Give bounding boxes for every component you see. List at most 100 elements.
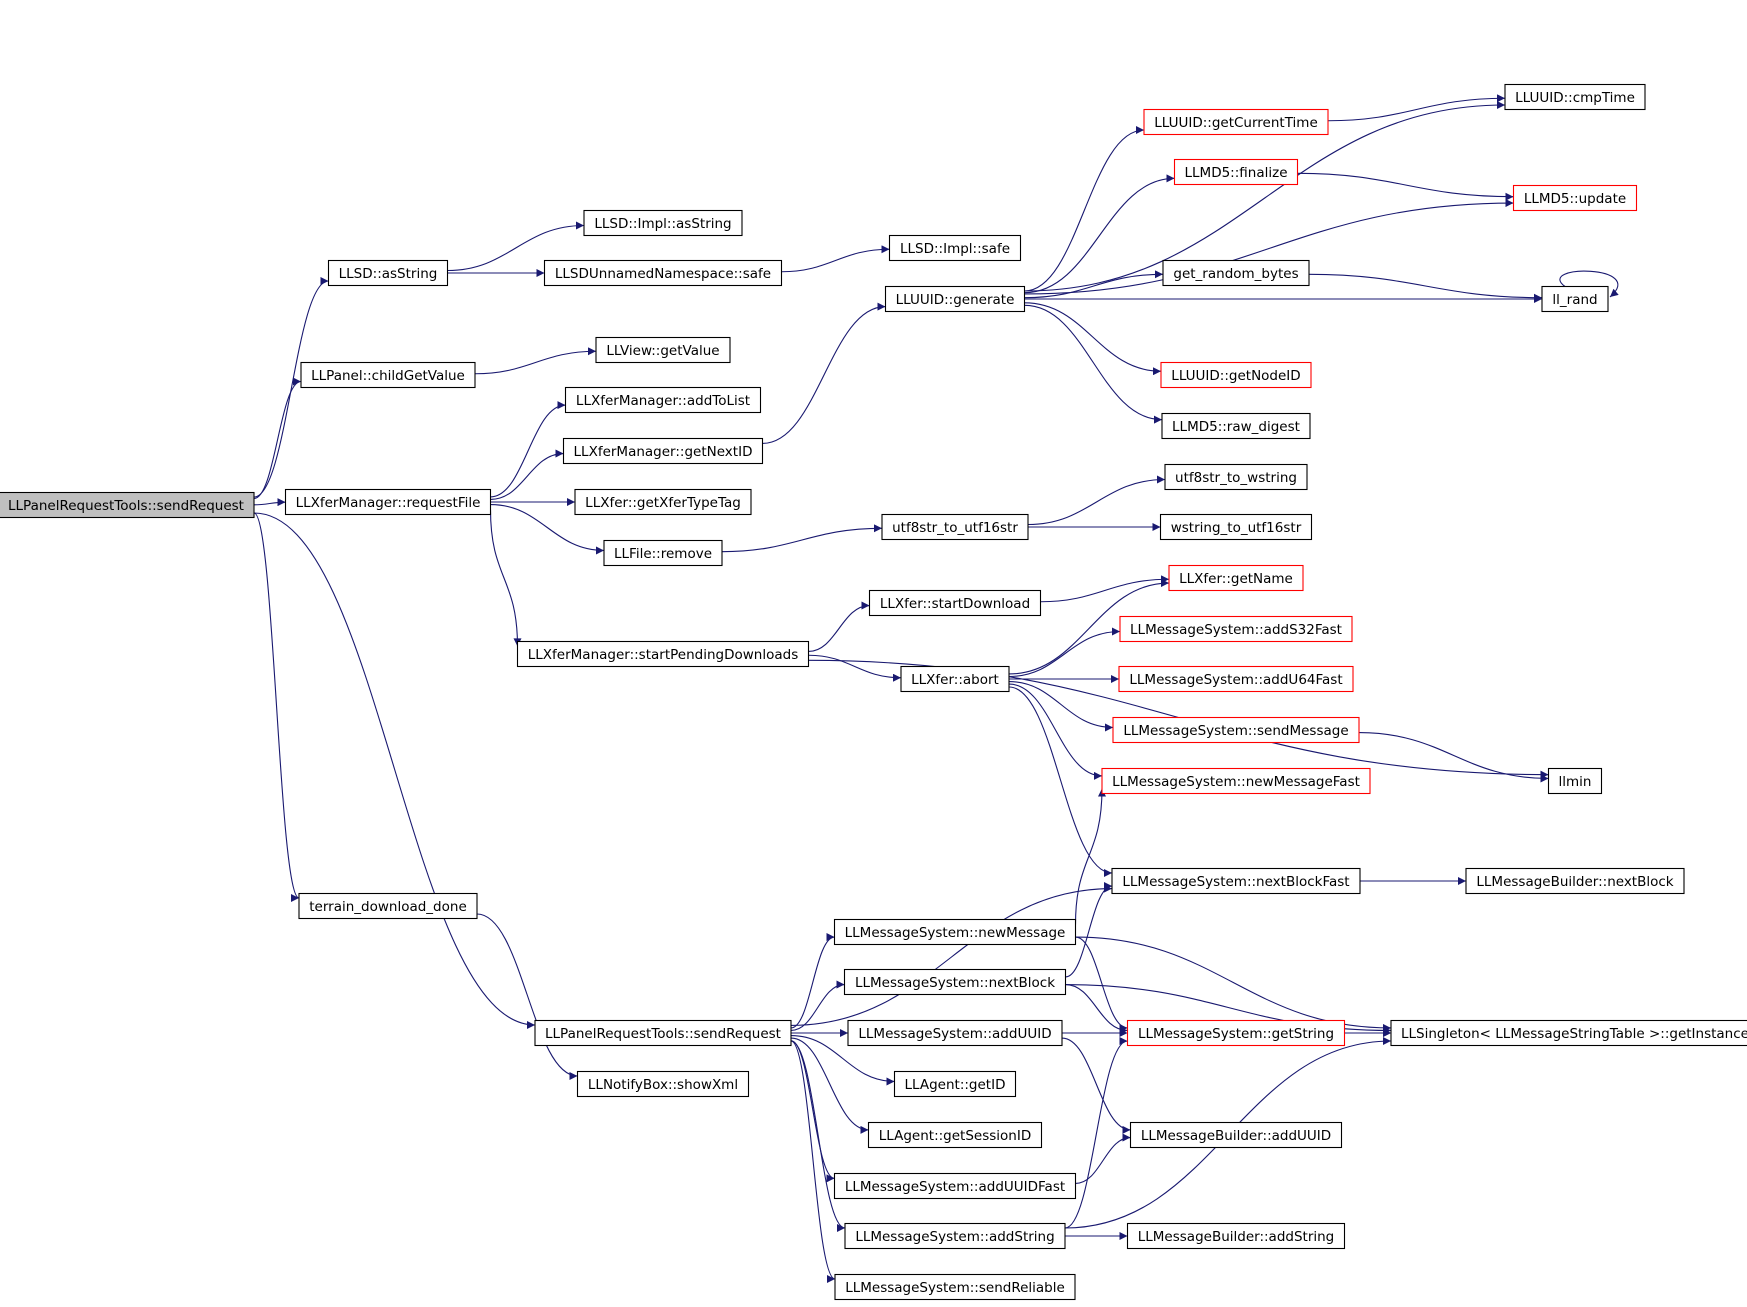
node-implSafe[interactable]: LLSD::Impl::safe xyxy=(888,234,1022,262)
node-label-sendReliable: LLMessageSystem::sendReliable xyxy=(845,1280,1065,1296)
node-childGetValue[interactable]: LLPanel::childGetValue xyxy=(300,361,476,389)
node-addToList[interactable]: LLXferManager::addToList xyxy=(564,386,762,414)
node-addUUIDFast[interactable]: LLMessageSystem::addUUIDFast xyxy=(833,1172,1077,1200)
node-label-xferTypeTag: LLXfer::getXferTypeTag xyxy=(585,495,741,511)
node-getCurrentTime[interactable]: LLUUID::getCurrentTime xyxy=(1143,108,1329,136)
node-label-utf8toW: utf8str_to_wstring xyxy=(1175,470,1297,486)
node-label-fileRemove: LLFile::remove xyxy=(614,546,712,562)
edge-addUUIDFast-to-builderAddUUID xyxy=(1075,1133,1131,1184)
edge-nextBlock-to-getString xyxy=(1065,984,1128,1035)
node-label-agentGetID: LLAgent::getID xyxy=(905,1077,1006,1093)
node-getSessionID[interactable]: LLAgent::getSessionID xyxy=(867,1121,1043,1149)
node-implAsString[interactable]: LLSD::Impl::asString xyxy=(583,209,743,237)
edge-asString-to-implAsString xyxy=(447,221,585,272)
node-getRandomBytes[interactable]: get_random_bytes xyxy=(1162,259,1310,287)
node-addU64Fast[interactable]: LLMessageSystem::addU64Fast xyxy=(1118,665,1354,693)
edge-root2-to-newMessage xyxy=(790,933,835,1029)
node-label-nextBlock: LLMessageSystem::nextBlock xyxy=(855,975,1055,991)
edge-fileRemove-to-utf8to16 xyxy=(721,524,883,553)
edge-requestFile-to-startPending xyxy=(489,509,522,647)
node-viewGetValue[interactable]: LLView::getValue xyxy=(595,336,731,364)
node-nextBlockFast[interactable]: LLMessageSystem::nextBlockFast xyxy=(1111,867,1361,895)
edge-uuidGenerate-to-cmpTime xyxy=(1024,101,1506,292)
node-label-xferGetName: LLXfer::getName xyxy=(1179,571,1293,587)
node-label-builderAddString: LLMessageBuilder::addString xyxy=(1138,1229,1335,1245)
node-getNextID[interactable]: LLXferManager::getNextID xyxy=(562,437,764,465)
node-addS32Fast[interactable]: LLMessageSystem::addS32Fast xyxy=(1119,615,1353,643)
node-showXml[interactable]: LLNotifyBox::showXml xyxy=(576,1070,750,1098)
edge-startPending-to-startDownload xyxy=(808,601,870,652)
node-nextBlock[interactable]: LLMessageSystem::nextBlock xyxy=(843,968,1067,996)
node-label-getRandomBytes: get_random_bytes xyxy=(1173,266,1298,282)
node-builderAddString[interactable]: LLMessageBuilder::addString xyxy=(1126,1222,1346,1250)
node-box-utf8toW xyxy=(1164,463,1308,491)
node-cmpTime[interactable]: LLUUID::cmpTime xyxy=(1504,83,1646,111)
node-label-uuidGenerate: LLUUID::generate xyxy=(896,292,1015,308)
node-llmin[interactable]: llmin xyxy=(1547,767,1603,795)
node-box-xferAbort xyxy=(900,665,1010,693)
edge-llRand-to-llRand xyxy=(1559,270,1619,298)
node-xferAbort[interactable]: LLXfer::abort xyxy=(900,665,1010,693)
node-startPending[interactable]: LLXferManager::startPendingDownloads xyxy=(516,640,810,668)
node-builderNextBlock[interactable]: LLMessageBuilder::nextBlock xyxy=(1465,867,1685,895)
node-root[interactable]: LLPanelRequestTools::sendRequest xyxy=(0,491,255,519)
edge-newMessage-to-getString xyxy=(1075,936,1128,1032)
node-addUUID[interactable]: LLMessageSystem::addUUID xyxy=(847,1019,1063,1047)
node-label-utf8to16: utf8str_to_utf16str xyxy=(892,520,1018,536)
node-asString[interactable]: LLSD::asString xyxy=(327,259,449,287)
node-box-getSessionID xyxy=(867,1121,1043,1149)
node-box-builderAddUUID xyxy=(1129,1121,1343,1149)
node-newMessageFast[interactable]: LLMessageSystem::newMessageFast xyxy=(1101,767,1371,795)
node-label-builderNextBlock: LLMessageBuilder::nextBlock xyxy=(1476,874,1673,890)
node-md5Finalize[interactable]: LLMD5::finalize xyxy=(1173,158,1299,186)
node-getInstance[interactable]: LLSingleton< LLMessageStringTable >::get… xyxy=(1390,1019,1747,1047)
edge-root-to-asString xyxy=(253,277,329,498)
node-sendMessage[interactable]: LLMessageSystem::sendMessage xyxy=(1112,716,1360,744)
edge-startDownload-to-xferGetName xyxy=(1040,575,1170,603)
node-box-root xyxy=(0,491,255,519)
node-getString[interactable]: LLMessageSystem::getString xyxy=(1126,1019,1346,1047)
node-label-implAsString: LLSD::Impl::asString xyxy=(594,216,731,232)
node-fileRemove[interactable]: LLFile::remove xyxy=(603,539,723,567)
node-box-xferGetName xyxy=(1168,564,1304,592)
node-md5Update[interactable]: LLMD5::update xyxy=(1512,184,1638,212)
node-box-newMessage xyxy=(833,918,1077,946)
node-utf8to16[interactable]: utf8str_to_utf16str xyxy=(881,513,1029,541)
node-getNodeID[interactable]: LLUUID::getNodeID xyxy=(1160,361,1312,389)
node-addStringMS[interactable]: LLMessageSystem::addString xyxy=(844,1222,1066,1250)
node-xferTypeTag[interactable]: LLXfer::getXferTypeTag xyxy=(574,488,752,516)
node-box-builderAddString xyxy=(1126,1222,1346,1250)
node-xferGetName[interactable]: LLXfer::getName xyxy=(1168,564,1304,592)
node-label-viewGetValue: LLView::getValue xyxy=(606,343,719,359)
node-builderAddUUID[interactable]: LLMessageBuilder::addUUID xyxy=(1129,1121,1343,1149)
edge-xferAbort-to-newMessageFast xyxy=(1008,683,1103,780)
edge-unnamedSafe-to-implSafe xyxy=(781,245,890,273)
node-agentGetID[interactable]: LLAgent::getID xyxy=(893,1070,1017,1098)
node-uuidGenerate[interactable]: LLUUID::generate xyxy=(884,285,1026,313)
node-newMessage[interactable]: LLMessageSystem::newMessage xyxy=(833,918,1077,946)
node-llRand[interactable]: ll_rand xyxy=(1541,285,1609,313)
node-box-sendMessage xyxy=(1112,716,1360,744)
node-rawDigest[interactable]: LLMD5::raw_digest xyxy=(1161,412,1311,440)
node-box-childGetValue xyxy=(300,361,476,389)
node-wto16[interactable]: wstring_to_utf16str xyxy=(1159,513,1313,541)
node-sendReliable[interactable]: LLMessageSystem::sendReliable xyxy=(834,1273,1076,1301)
edge-sendMessage-to-llmin xyxy=(1358,732,1549,783)
node-box-viewGetValue xyxy=(595,336,731,364)
edge-xferAbort-to-addS32Fast xyxy=(1008,627,1121,678)
node-label-requestFile: LLXferManager::requestFile xyxy=(296,495,481,511)
node-label-getString: LLMessageSystem::getString xyxy=(1138,1026,1334,1042)
node-root2[interactable]: LLPanelRequestTools::sendRequest xyxy=(534,1019,792,1047)
node-box-getNodeID xyxy=(1160,361,1312,389)
node-utf8toW[interactable]: utf8str_to_wstring xyxy=(1164,463,1308,491)
node-label-asString: LLSD::asString xyxy=(339,266,438,282)
node-box-getRandomBytes xyxy=(1162,259,1310,287)
node-label-wto16: wstring_to_utf16str xyxy=(1171,520,1302,536)
node-terrain[interactable]: terrain_download_done xyxy=(298,892,478,920)
node-requestFile[interactable]: LLXferManager::requestFile xyxy=(284,488,492,516)
node-startDownload[interactable]: LLXfer::startDownload xyxy=(868,589,1042,617)
edge-addUUID-to-builderAddUUID xyxy=(1061,1037,1131,1134)
edge-xferAbort-to-xferGetName xyxy=(1008,579,1170,675)
edge-uuidGenerate-to-rawDigest xyxy=(1024,304,1163,424)
node-unnamedSafe[interactable]: LLSDUnnamedNamespace::safe xyxy=(543,259,783,287)
